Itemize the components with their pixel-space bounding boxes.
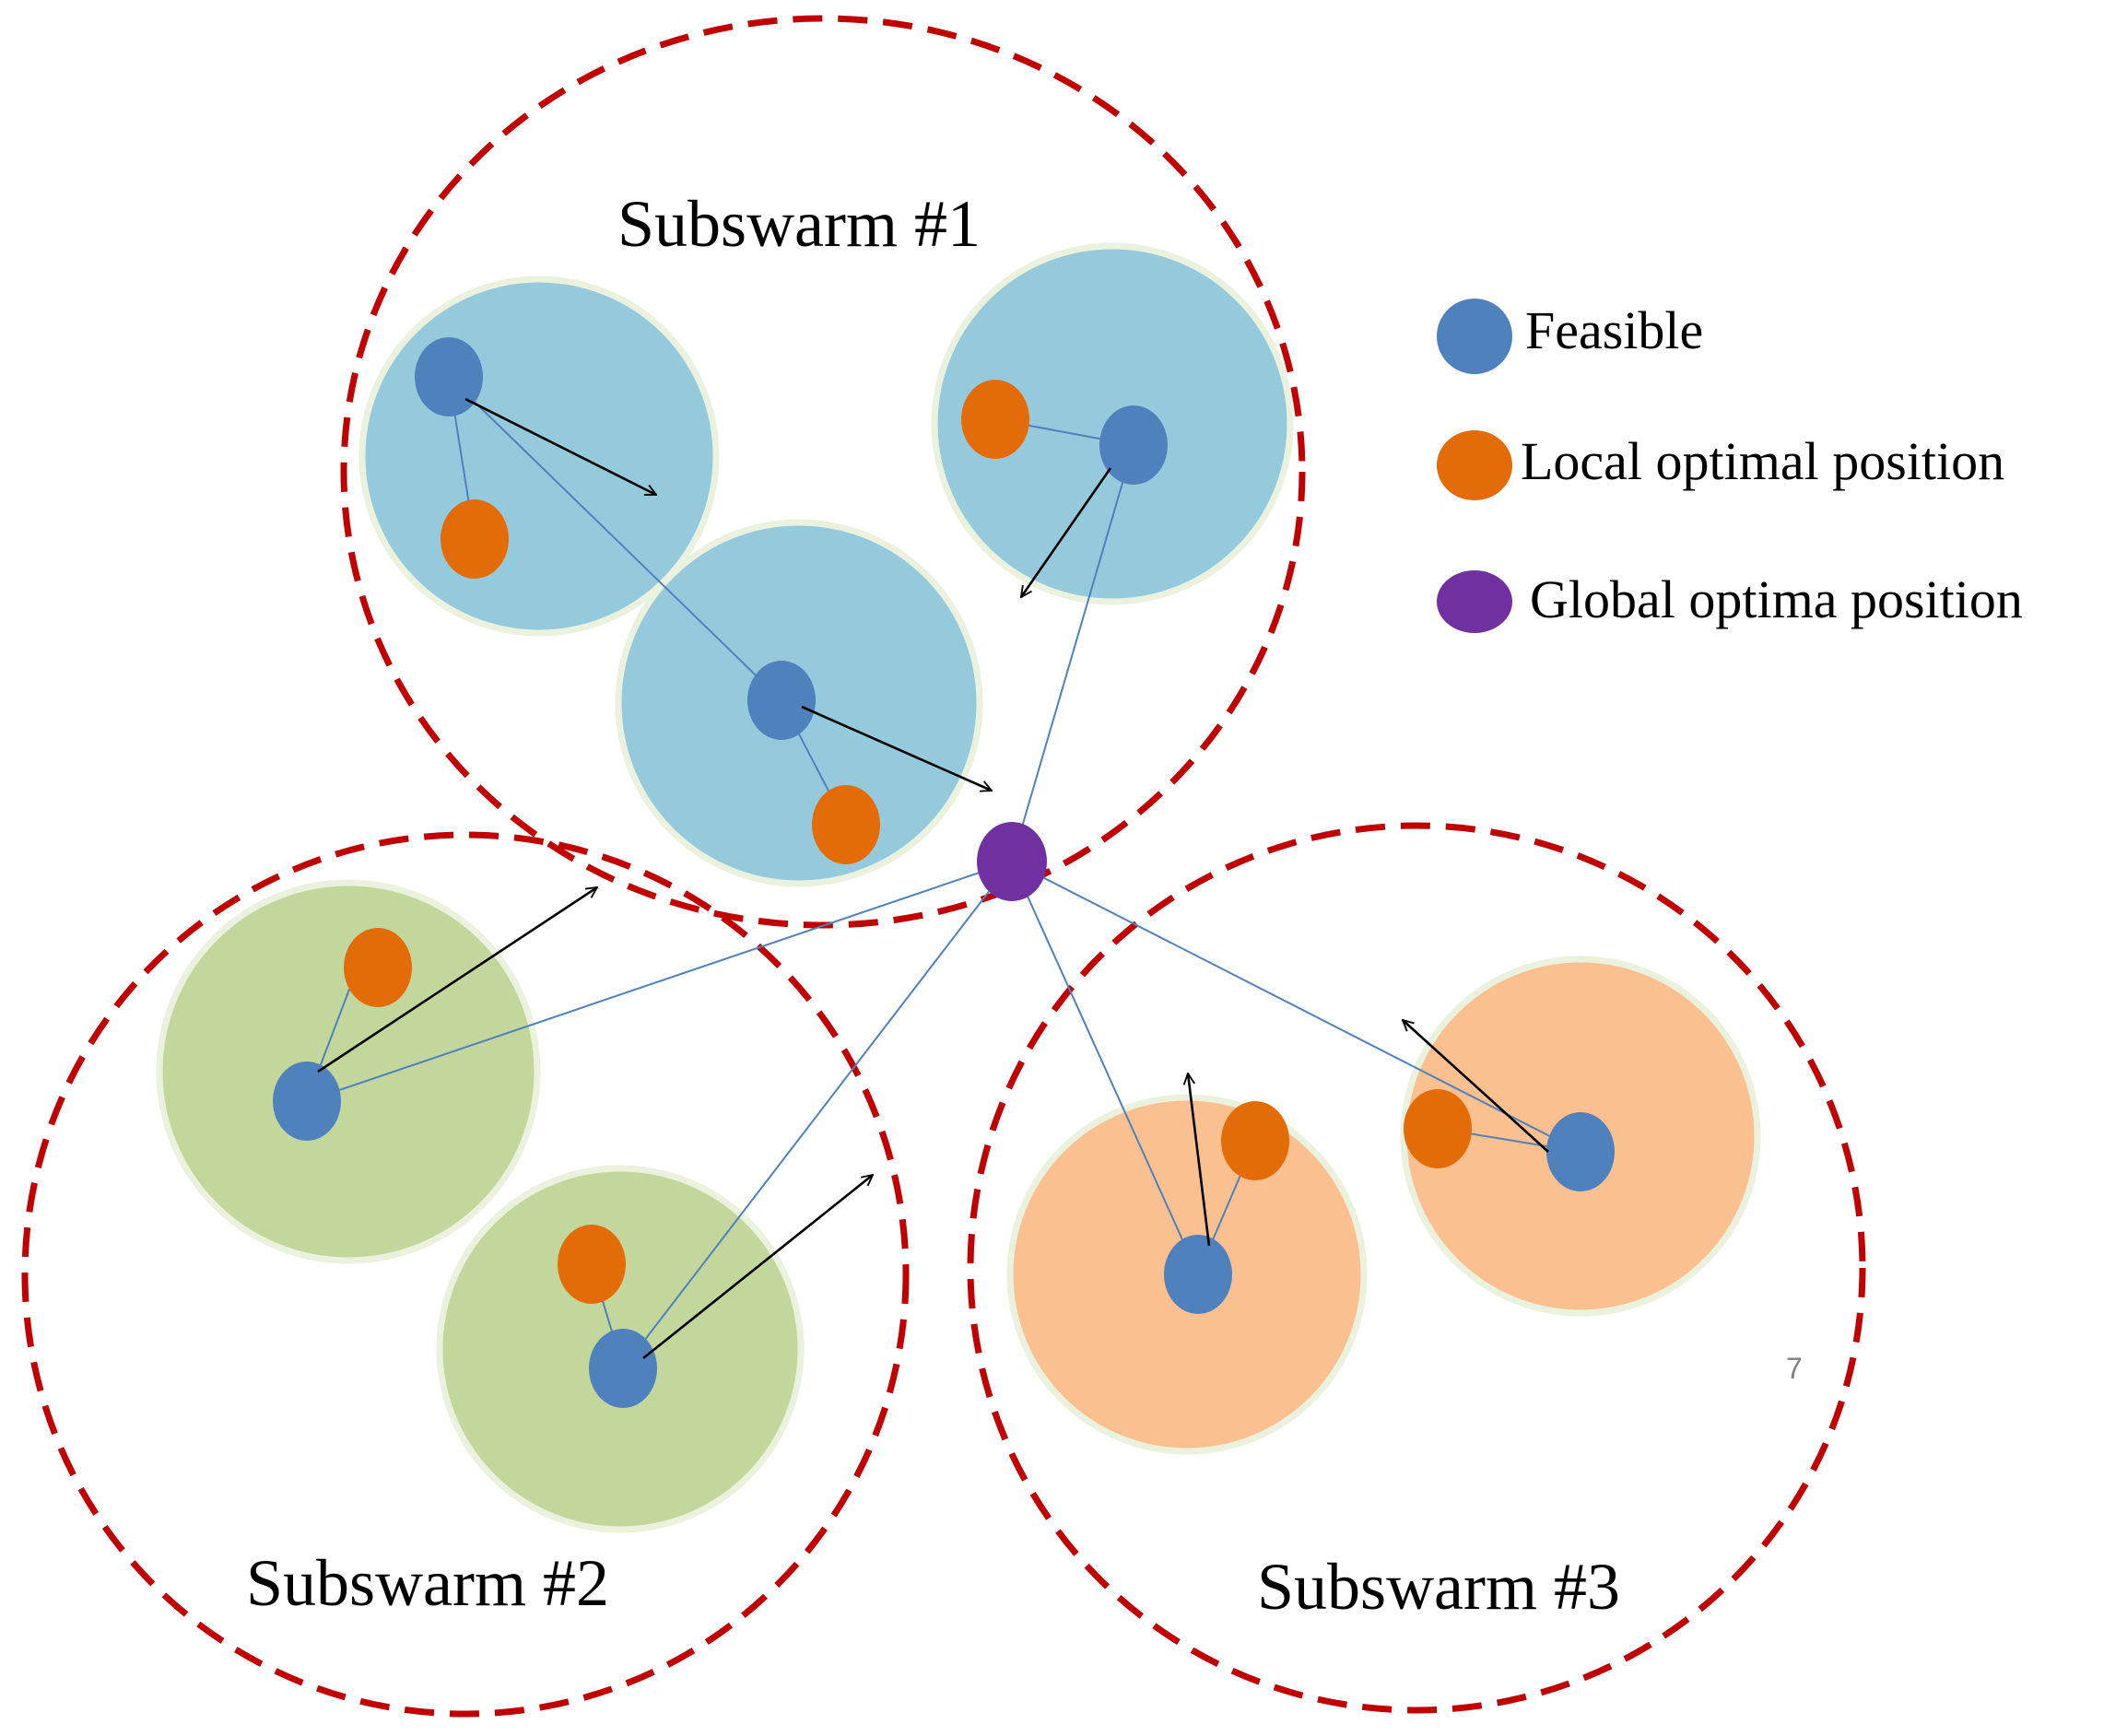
connector <box>306 861 1013 1102</box>
feasible-particles <box>273 337 1615 1408</box>
velocity-arrow <box>464 397 656 497</box>
feasible-dot <box>747 661 816 740</box>
feasible-dot <box>415 337 483 416</box>
legend: Feasible Local optimal position Global o… <box>1437 299 2023 633</box>
velocity-arrow <box>1188 1073 1211 1247</box>
subswarm-2-boundary <box>21 831 910 1718</box>
connector <box>448 376 782 701</box>
feasible-dot <box>1546 1112 1615 1191</box>
legend-feasible-swatch <box>1437 299 1512 374</box>
page-number: 7 <box>1786 1352 1803 1385</box>
connector <box>1011 861 1581 1153</box>
subswarm-boundaries <box>21 15 1866 1718</box>
legend-local-optimal-swatch <box>1437 430 1512 500</box>
legend-global-optima-swatch <box>1437 570 1512 633</box>
velocity-arrow <box>1021 467 1112 597</box>
legend-global-optima-label: Global optima position <box>1530 569 2023 629</box>
neighbourhoods <box>156 242 1761 1533</box>
velocity-arrow <box>317 887 597 1073</box>
global-optimum-dot <box>977 822 1047 901</box>
feasible-dot <box>1099 405 1168 485</box>
neighbourhood-2a <box>156 879 541 1264</box>
connector <box>1011 444 1134 862</box>
local-optimal-dot <box>812 785 880 864</box>
legend-feasible-label: Feasible <box>1525 300 1703 360</box>
subswarm-3-boundary <box>967 822 1866 1714</box>
local-optima <box>344 380 1472 1304</box>
velocity-arrow <box>1403 1020 1549 1153</box>
feasible-dot <box>589 1329 657 1408</box>
feasible-dot <box>1164 1235 1232 1314</box>
feasible-dot <box>273 1062 341 1141</box>
subswarm-3-label: Subswarm #3 <box>1257 1550 1620 1624</box>
subswarm-1-label: Subswarm #1 <box>617 187 981 261</box>
subswarm-2-label: Subswarm #2 <box>246 1546 609 1620</box>
local-optimal-dot <box>1221 1101 1289 1180</box>
velocity-arrow <box>801 705 992 791</box>
connector <box>622 861 1013 1369</box>
velocity-arrow <box>642 1175 873 1360</box>
local-optimal-dot <box>961 380 1029 459</box>
velocity-arrows <box>317 397 1549 1360</box>
connector <box>1011 861 1199 1275</box>
local-optimal-dot <box>344 928 412 1007</box>
legend-local-optimal-label: Local optimal position <box>1521 431 2004 491</box>
local-optimal-dot <box>558 1225 626 1304</box>
local-optimal-dot <box>1404 1089 1472 1168</box>
local-optimal-dot <box>441 499 509 579</box>
